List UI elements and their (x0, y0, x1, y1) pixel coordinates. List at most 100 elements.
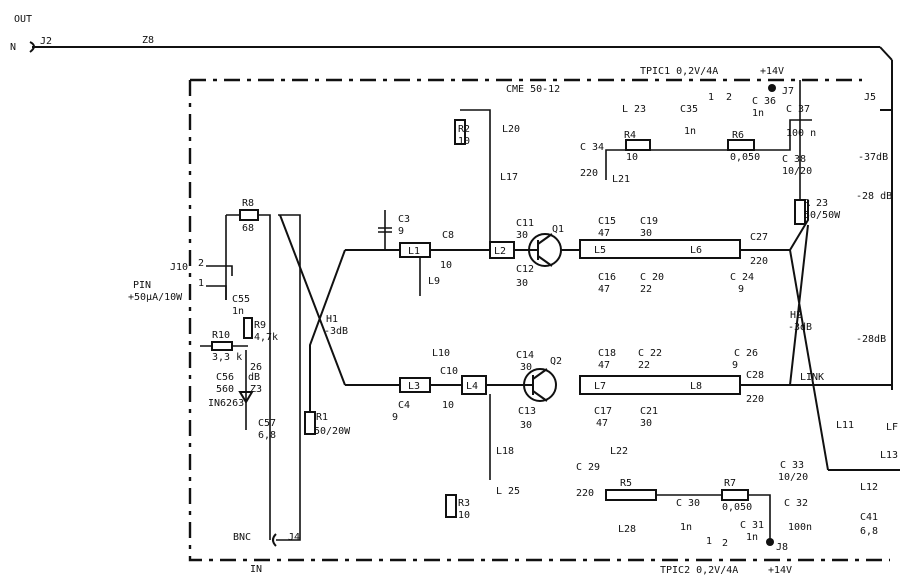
l3-label: L3 (408, 381, 420, 392)
c10-label: C10 (440, 366, 458, 377)
c30-label: C 30 (676, 498, 700, 509)
attenuation-28db-top: -28 dB (856, 191, 892, 202)
r8-label: R8 (242, 198, 254, 209)
c18-value: 47 (598, 360, 610, 371)
resistor-r6 (727, 139, 755, 151)
c15-label: C15 (598, 216, 616, 227)
c35-label: C35 (680, 104, 698, 115)
pin-current-label: +50µA/10W (128, 292, 183, 303)
c14-label: C14 (516, 350, 534, 361)
diode-db-label: dB (248, 372, 260, 383)
c21-label: C21 (640, 406, 658, 417)
resistor-r10 (211, 341, 233, 351)
j7-pin-2: 2 (726, 92, 732, 103)
l6-label: L6 (690, 245, 702, 256)
c29-value: 220 (576, 488, 594, 499)
bottom-bias-network: L18 L 25 R3 10 L22 C 29 220 R5 L28 C 30 … (445, 394, 812, 553)
c38-value: 10/20 (782, 166, 812, 177)
c41-value: 6,8 (860, 526, 878, 537)
c14-value: 30 (520, 362, 532, 373)
attenuation-28db-bottom: -28dB (856, 334, 886, 345)
q2-label: Q2 (550, 356, 562, 367)
l28-label: L28 (618, 524, 636, 535)
l8-label: L8 (690, 381, 702, 392)
c22-value: 22 (638, 360, 650, 371)
input-bias-section: J10 2 1 PIN +50µA/10W R8 68 C55 1n R9 4,… (128, 198, 301, 547)
l12-label: L12 (860, 482, 878, 493)
r6-label: R6 (732, 130, 744, 141)
c56-value: 560 (216, 384, 234, 395)
c41-label: C41 (860, 512, 878, 523)
c27-label: C27 (750, 232, 768, 243)
lf-label: LF (886, 422, 898, 433)
r4-value: 10 (626, 152, 638, 163)
c4-value: 9 (392, 412, 398, 423)
connector-j7-label: J7 (782, 86, 794, 97)
l13-label: L13 (880, 450, 898, 461)
h2-attenuation: -3dB (788, 322, 812, 333)
r7-label: R7 (724, 478, 736, 489)
c10-value: 10 (442, 400, 454, 411)
r23-value: 50/50W (804, 210, 841, 221)
c26-label: C 26 (734, 348, 758, 359)
c20-label: C 20 (640, 272, 664, 283)
c19-value: 30 (640, 228, 652, 239)
c22-label: C 22 (638, 348, 662, 359)
c57-value: 6,8 (258, 430, 276, 441)
resistor-r2 (454, 119, 466, 145)
c24-value: 9 (738, 284, 744, 295)
h1-label: H1 (326, 314, 338, 325)
connector-j2-label: J2 (40, 36, 52, 47)
connector-j10-label: J10 (170, 262, 188, 273)
board-title: CME 50-12 (506, 84, 560, 95)
port-out-label: OUT (14, 14, 32, 25)
r1-value: 50/20W (314, 426, 351, 437)
connector-j5-label: J5 (864, 92, 876, 103)
l17-label: L17 (500, 172, 518, 183)
r7-value: 0,050 (722, 502, 752, 513)
resistor-r3 (445, 494, 457, 518)
j10-pin-2: 2 (198, 258, 204, 269)
c24-label: C 24 (730, 272, 754, 283)
j8-pin-1: 1 (706, 536, 712, 547)
l23-label: L 23 (622, 104, 646, 115)
c21-value: 30 (640, 418, 652, 429)
diode-26-label: 26 (250, 362, 262, 373)
r6-value: 0,050 (730, 152, 760, 163)
top-bias-network: L 23 R4 10 C 34 220 L21 C35 1n 1 2 R6 0,… (580, 84, 816, 185)
lower-amplifier-path: L3 L10 C10 10 C4 9 L4 Q2 C14 30 C13 30 L… (345, 348, 790, 431)
c56-label: C56 (216, 372, 234, 383)
j10-pin-1: 1 (198, 278, 204, 289)
c36-label: C 36 (752, 96, 776, 107)
c8-value: 10 (440, 260, 452, 271)
l2-label: L2 (494, 246, 506, 257)
connector-j4-label: J4 (288, 532, 300, 543)
z3-label: Z3 (250, 384, 262, 395)
c19-label: C19 (640, 216, 658, 227)
c11-value: 30 (516, 230, 528, 241)
hybrid-h2: H2 -3dB LINK L11 L13 LF L12 C41 6,8 (788, 224, 900, 537)
q1-label: Q1 (552, 224, 564, 235)
c13-label: C13 (518, 406, 536, 417)
r3-label: R3 (458, 498, 470, 509)
c17-value: 47 (596, 418, 608, 429)
diode-part-label: IN6263 (208, 398, 244, 409)
bnc-label: BNC (233, 532, 251, 543)
r10-label: R10 (212, 330, 230, 341)
l20-label: L20 (502, 124, 520, 135)
l4-label: L4 (466, 381, 478, 392)
r2-label: R2 (458, 124, 470, 135)
c32-label: C 32 (784, 498, 808, 509)
j8-pin-2: 2 (722, 538, 728, 549)
l10-label: L10 (432, 348, 450, 359)
c35-value: 1n (684, 126, 696, 137)
resistor-r4 (625, 139, 651, 151)
r10-value: 3,3 k (212, 352, 242, 363)
c36-value: 1n (752, 108, 764, 119)
upper-amplifier-path: L1 C3 9 C8 10 L9 L2 R2 10 L20 L17 C11 30… (345, 80, 841, 296)
tpic1-label: TPIC1 0,2V/4A (640, 66, 718, 77)
l22-label: L22 (610, 446, 628, 457)
c55-value: 1n (232, 306, 244, 317)
pin-label: PIN (133, 280, 151, 291)
